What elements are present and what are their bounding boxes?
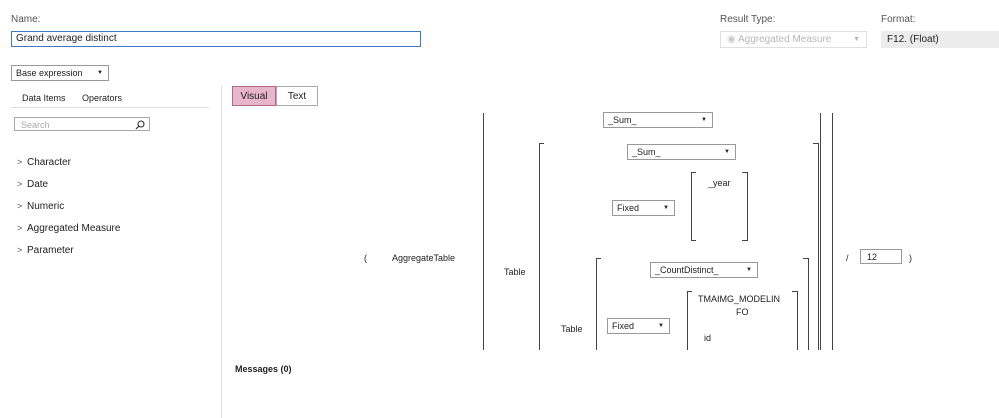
search-placeholder: Search: [21, 120, 50, 130]
result-type-label: Result Type:: [720, 14, 776, 25]
expression-border-left: [483, 113, 484, 350]
fixed-dropdown-label: Fixed: [617, 203, 640, 213]
tab-data-items[interactable]: Data Items: [22, 93, 66, 103]
inner-table-bracket-left: [596, 258, 597, 350]
name-label: Name:: [11, 14, 41, 25]
tree-item-label: Date: [27, 179, 49, 190]
expression-border-outer: [832, 113, 833, 350]
year-bracket-right: [747, 172, 748, 241]
year-field[interactable]: _year: [708, 178, 731, 188]
model-bracket-left: [687, 291, 688, 350]
table-label-outer: Table: [504, 267, 526, 277]
caret-down-icon: ▼: [724, 149, 730, 155]
sum-dropdown-label: _Sum_: [632, 147, 661, 157]
format-label: Format:: [881, 14, 916, 25]
caret-down-icon: ▼: [663, 205, 669, 211]
tree-item-aggregated-measure[interactable]: > Aggregated Measure: [17, 223, 120, 234]
tree-item-character[interactable]: > Character: [17, 157, 71, 168]
model-field-line2[interactable]: FO: [736, 307, 749, 317]
divisor-input[interactable]: 12: [860, 249, 902, 264]
tree-item-date[interactable]: > Date: [17, 179, 48, 190]
chevron-right-icon: >: [17, 179, 23, 189]
format-field[interactable]: F12. (Float): [881, 31, 999, 48]
caret-down-icon: ▼: [97, 70, 103, 76]
base-expression-dropdown[interactable]: Base expression ▼: [11, 65, 109, 81]
model-field-line1[interactable]: TMAIMG_MODELIN: [698, 294, 781, 304]
tree-item-label: Numeric: [27, 201, 65, 212]
base-expression-label: Base expression: [16, 68, 83, 78]
table-bracket-left: [539, 143, 540, 350]
result-type-value: Aggregated Measure: [737, 34, 832, 45]
chevron-right-icon: >: [17, 245, 23, 255]
close-paren: ): [909, 253, 912, 263]
year-bracket-right-bottom: [742, 240, 747, 241]
sum-dropdown-outer[interactable]: _Sum_ ▼: [603, 112, 713, 128]
model-bracket-right: [797, 291, 798, 350]
caret-down-icon: ▼: [853, 36, 860, 43]
tab-operators[interactable]: Operators: [82, 93, 123, 103]
radio-icon: ◉: [727, 34, 736, 45]
chevron-right-icon: >: [17, 201, 23, 211]
id-field[interactable]: id: [704, 333, 712, 343]
year-bracket-left-top: [691, 172, 696, 173]
tree-item-parameter[interactable]: > Parameter: [17, 245, 74, 256]
inner-table-bracket-right-top: [803, 258, 808, 259]
open-paren: (: [364, 253, 367, 263]
chevron-right-icon: >: [17, 223, 23, 233]
year-bracket-left-bottom: [691, 240, 696, 241]
table-label-inner: Table: [561, 324, 583, 334]
name-field[interactable]: Grand average distinct: [11, 31, 421, 47]
result-type-select[interactable]: ◉ Aggregated Measure ▼: [720, 31, 867, 48]
tree-item-numeric[interactable]: > Numeric: [17, 201, 64, 212]
fixed-dropdown-label: Fixed: [612, 321, 635, 331]
chevron-right-icon: >: [17, 157, 23, 167]
year-bracket-left: [691, 172, 692, 241]
panel-splitter[interactable]: [221, 86, 222, 418]
count-distinct-label: _CountDistinct_: [655, 265, 719, 275]
fixed-dropdown-2[interactable]: Fixed ▼: [607, 318, 670, 334]
model-bracket-right-top: [792, 291, 797, 292]
sum-dropdown-label: _Sum_: [608, 115, 637, 125]
caret-down-icon: ▼: [701, 117, 707, 123]
expression-border-right: [820, 113, 821, 350]
inner-table-bracket-left-top: [596, 258, 601, 259]
messages-header: Messages (0): [235, 364, 292, 374]
tab-visual[interactable]: Visual: [232, 86, 276, 106]
count-distinct-dropdown[interactable]: _CountDistinct_ ▼: [650, 262, 758, 278]
function-name: AggregateTable: [392, 253, 456, 263]
table-bracket-left-top: [539, 143, 544, 144]
model-bracket-left-top: [687, 291, 692, 292]
inner-table-bracket-right: [808, 258, 809, 350]
year-bracket-right-top: [742, 172, 747, 173]
caret-down-icon: ▼: [658, 323, 664, 329]
fixed-dropdown-1[interactable]: Fixed ▼: [612, 200, 675, 216]
table-bracket-right-top: [813, 143, 818, 144]
divide-operator: /: [846, 253, 849, 263]
search-icon[interactable]: [135, 120, 145, 130]
tree-item-label: Parameter: [27, 245, 74, 256]
search-input[interactable]: Search: [14, 117, 150, 131]
caret-down-icon: ▼: [746, 267, 752, 273]
left-tabs: Data Items Operators: [22, 93, 122, 103]
sum-dropdown-inner[interactable]: _Sum_ ▼: [627, 144, 736, 160]
table-bracket-right: [818, 143, 819, 350]
left-tabs-divider: [11, 107, 209, 108]
tree-item-label: Aggregated Measure: [27, 223, 121, 234]
tab-text[interactable]: Text: [276, 86, 318, 106]
tree-item-label: Character: [27, 157, 71, 168]
